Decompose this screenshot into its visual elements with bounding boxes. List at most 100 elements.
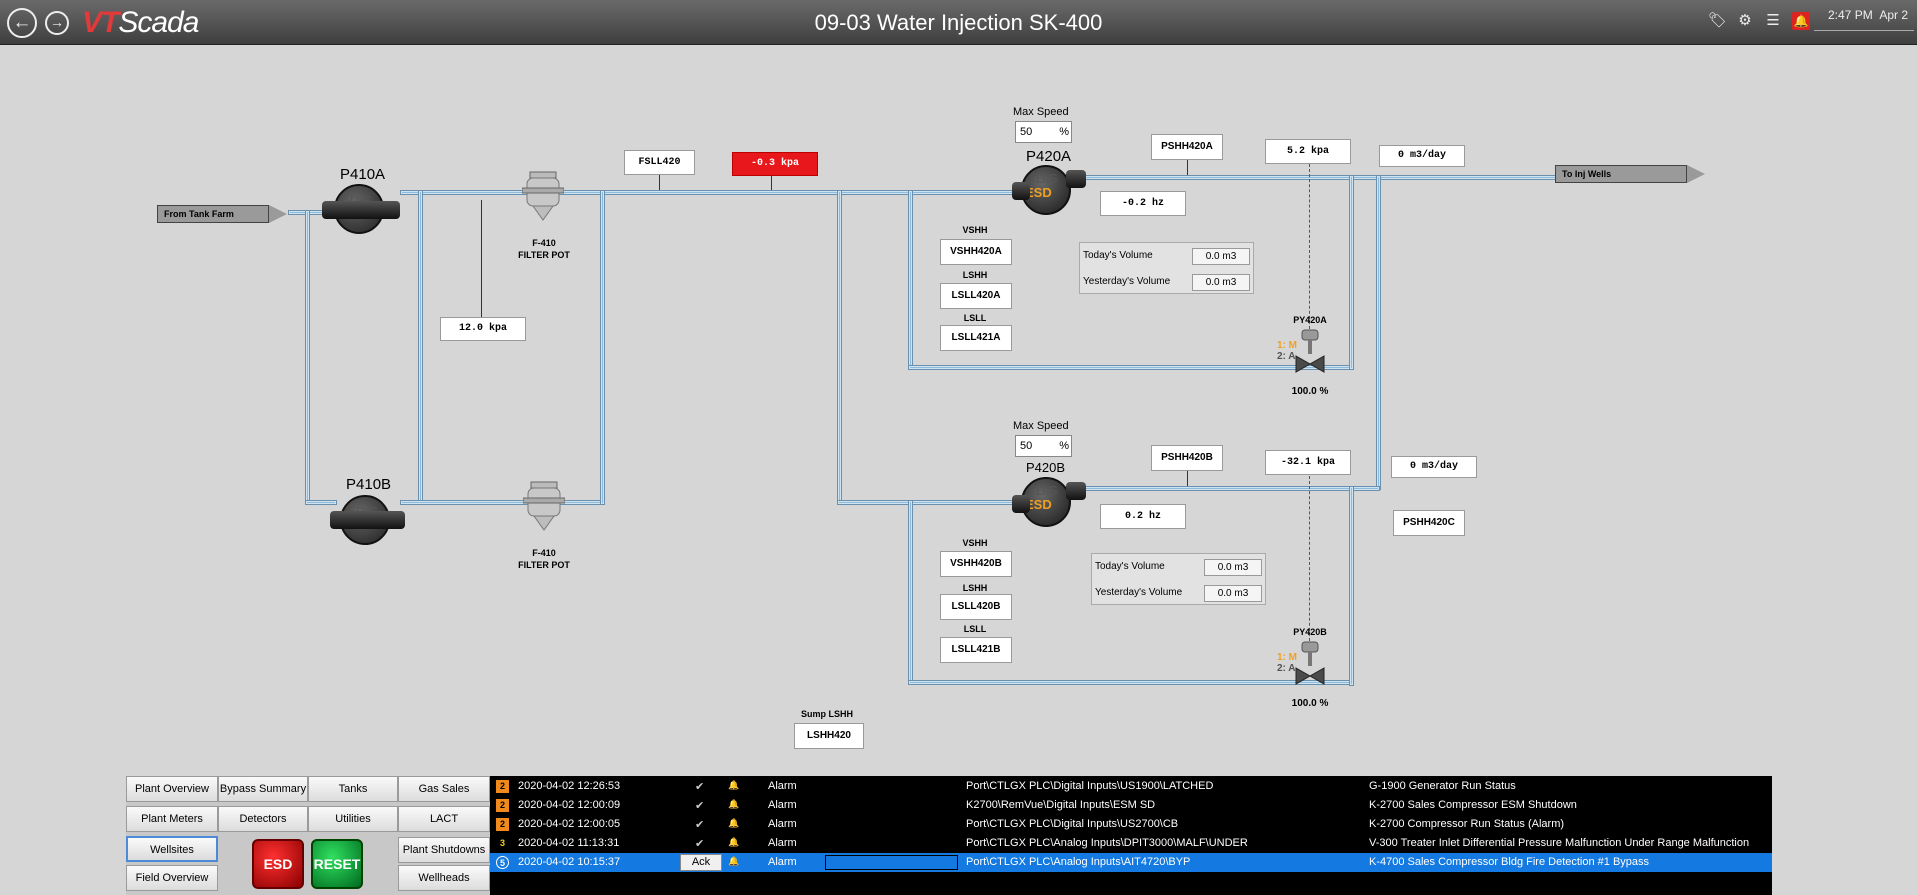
alarm-time: 2020-04-02 12:00:09 <box>518 799 621 811</box>
alarm-row[interactable]: 5 2020-04-02 10:15:37 Ack 🔔 Alarm Port\C… <box>490 853 1772 872</box>
alarm-time: 2020-04-02 12:00:05 <box>518 818 621 830</box>
valve-b-position: 100.0 % <box>1291 698 1329 709</box>
ack-check-icon: ✔ <box>695 819 705 831</box>
valve-pos1: 1: M <box>1277 652 1297 663</box>
pump-p410a-label: P410A <box>340 166 386 183</box>
alarm-row[interactable]: 3 2020-04-02 11:13:31 ✔ 🔔 Alarm Port\CTL… <box>490 834 1772 853</box>
tag-icon[interactable]: 🏷 <box>1708 12 1728 29</box>
esd-indicator: ESD <box>1025 185 1052 200</box>
max-speed-b-input[interactable]: 50% <box>1015 435 1072 457</box>
control-signal-line <box>1309 164 1310 334</box>
pump-motor <box>1012 182 1030 200</box>
volume-panel-b: Today's Volume 0.0 m3 Yesterday's Volume… <box>1091 553 1266 605</box>
nav-plant-meters[interactable]: Plant Meters <box>126 806 218 832</box>
pshh420c-switch[interactable]: PSHH420C <box>1393 510 1465 536</box>
nav-field-overview[interactable]: Field Overview <box>126 865 218 891</box>
list-icon[interactable]: ☰ <box>1766 12 1780 29</box>
nav-tanks[interactable]: Tanks <box>308 776 398 802</box>
fsll420-switch[interactable]: FSLL420 <box>624 150 695 175</box>
alarm-description: K-4700 Sales Compressor Bldg Fire Detect… <box>1369 856 1650 868</box>
filter-pot-icon[interactable] <box>522 168 564 222</box>
control-valve-icon[interactable] <box>1294 640 1326 686</box>
alarm-tag: Port\CTLGX PLC\Analog Inputs\AIT4720\BYP <box>966 856 1191 868</box>
vshh420b-switch[interactable]: VSHH420B <box>940 551 1012 577</box>
pipe-segment <box>908 365 1353 370</box>
pipe-segment <box>1080 175 1560 180</box>
priority-badge: 5 <box>496 856 509 869</box>
pipe-segment <box>908 680 1353 685</box>
ack-check-icon: ✔ <box>695 781 705 793</box>
nav-gas-sales[interactable]: Gas Sales <box>398 776 490 802</box>
gear-icon[interactable]: ⚙ <box>1738 12 1752 29</box>
filter-pot-b-name: F-410 <box>532 548 556 558</box>
reset-button[interactable]: RESET <box>311 839 363 889</box>
filter-pot-icon[interactable] <box>523 478 565 532</box>
pipe-segment <box>400 190 1015 195</box>
pipe-segment <box>305 500 337 505</box>
pshh420b-switch[interactable]: PSHH420B <box>1151 445 1223 471</box>
instrument-lead <box>1187 160 1188 175</box>
alarm-time: 2020-04-02 12:26:53 <box>518 780 621 792</box>
bell-icon: 🔔 <box>728 818 740 828</box>
filter-pressure-readout[interactable]: 12.0 kpa <box>440 317 526 341</box>
esd-button[interactable]: ESD <box>252 839 304 889</box>
lsll420b-switch[interactable]: LSLL420B <box>940 594 1012 620</box>
hz-b-readout[interactable]: 0.2 hz <box>1100 504 1186 529</box>
nav-utilities[interactable]: Utilities <box>308 806 398 832</box>
lsll420a-switch[interactable]: LSLL420A <box>940 283 1012 309</box>
control-valve-icon[interactable] <box>1294 328 1326 374</box>
bell-icon: 🔔 <box>728 799 740 809</box>
todays-volume-b-value: 0.0 m3 <box>1204 559 1262 576</box>
flow-b-readout[interactable]: 0 m3/day <box>1391 456 1477 478</box>
filter-pot-a-name: F-410 <box>532 238 556 248</box>
nav-detectors[interactable]: Detectors <box>218 806 308 832</box>
nav-plant-shutdowns[interactable]: Plant Shutdowns <box>398 837 490 863</box>
alarm-row[interactable]: 2 2020-04-02 12:26:53 ✔ 🔔 Alarm Port\CTL… <box>490 777 1772 796</box>
alarm-comment-field[interactable] <box>825 855 958 870</box>
todays-volume-label: Today's Volume <box>1095 561 1165 572</box>
priority-badge: 2 <box>496 799 509 812</box>
max-speed-a-input[interactable]: 50% <box>1015 121 1072 143</box>
lshh420-switch[interactable]: LSHH420 <box>794 723 864 749</box>
alarm-list: 2 2020-04-02 12:26:53 ✔ 🔔 Alarm Port\CTL… <box>490 776 1772 895</box>
flow-a-readout[interactable]: 0 m3/day <box>1379 145 1465 167</box>
nav-bypass-summary[interactable]: Bypass Summary <box>218 776 308 802</box>
discharge-pressure-b-readout[interactable]: -32.1 kpa <box>1265 450 1351 475</box>
navigation-panel: Plant Overview Bypass Summary Tanks Gas … <box>126 776 490 895</box>
discharge-pressure-a-readout[interactable]: 5.2 kpa <box>1265 139 1351 164</box>
alarm-bell-icon[interactable]: 🔔 <box>1792 12 1810 30</box>
todays-volume-a-value: 0.0 m3 <box>1192 248 1250 265</box>
lsll-label: LSLL <box>963 624 987 634</box>
pipe-segment <box>837 190 842 505</box>
nav-wellsites[interactable]: Wellsites <box>126 836 218 862</box>
alarm-type: Alarm <box>768 818 797 830</box>
toolbar-icons: 🏷 ⚙ ☰ 🔔 <box>1708 12 1810 30</box>
back-button[interactable]: ← <box>7 8 37 38</box>
alarm-tag: K2700\RemVue\Digital Inputs\ESM SD <box>966 799 1156 811</box>
yesterdays-volume-label: Yesterday's Volume <box>1095 587 1183 598</box>
clock: 2:47 PM Apr 2 <box>1828 8 1909 22</box>
hz-a-readout[interactable]: -0.2 hz <box>1100 191 1186 216</box>
suction-pressure-readout[interactable]: -0.3 kpa <box>732 152 818 176</box>
forward-button[interactable]: → <box>45 11 69 35</box>
pump-p410b-label: P410B <box>346 476 392 493</box>
arrow-icon <box>1687 165 1705 183</box>
alarm-row[interactable]: 2 2020-04-02 12:00:05 ✔ 🔔 Alarm Port\CTL… <box>490 815 1772 834</box>
alarm-type: Alarm <box>768 780 797 792</box>
lsll421b-switch[interactable]: LSLL421B <box>940 637 1012 663</box>
pshh420a-switch[interactable]: PSHH420A <box>1151 134 1223 160</box>
yesterdays-volume-label: Yesterday's Volume <box>1083 276 1171 287</box>
lsll421a-switch[interactable]: LSLL421A <box>940 325 1012 351</box>
vshh-label: VSHH <box>962 538 988 548</box>
pump-motor <box>330 511 405 529</box>
alarm-row[interactable]: 2 2020-04-02 12:00:09 ✔ 🔔 Alarm K2700\Re… <box>490 796 1772 815</box>
nav-wellheads[interactable]: Wellheads <box>398 865 490 891</box>
max-speed-b-label: Max Speed <box>1013 420 1069 432</box>
to-inj-wells-label: To Inj Wells <box>1555 165 1687 183</box>
volume-panel-a: Today's Volume 0.0 m3 Yesterday's Volume… <box>1079 242 1254 294</box>
max-speed-a-label: Max Speed <box>1013 106 1069 118</box>
nav-plant-overview[interactable]: Plant Overview <box>126 776 218 802</box>
ack-button[interactable]: Ack <box>680 854 722 871</box>
nav-lact[interactable]: LACT <box>398 806 490 832</box>
vshh420a-switch[interactable]: VSHH420A <box>940 239 1012 265</box>
